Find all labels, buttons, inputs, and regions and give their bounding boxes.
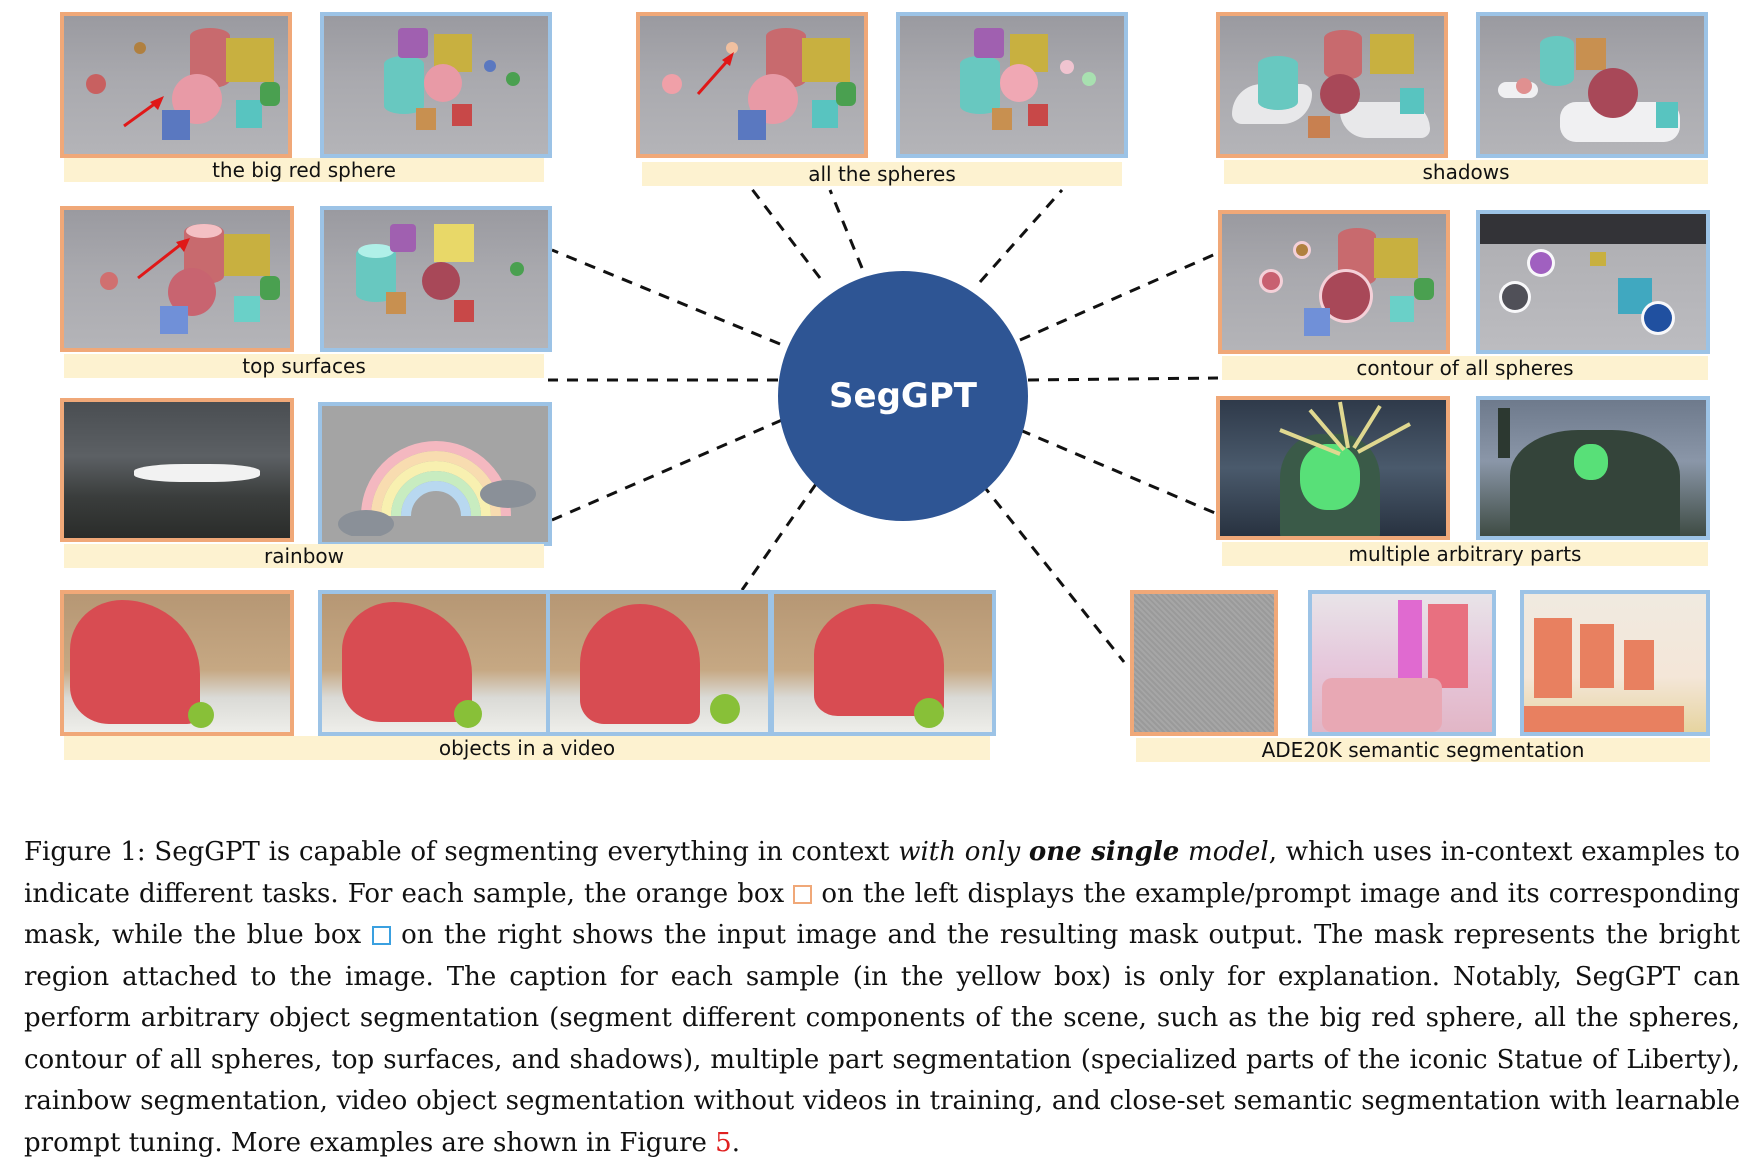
sample-ade20k-output-2 xyxy=(1520,590,1710,736)
sample-top-surfaces-prompt xyxy=(60,206,294,352)
caption-emphasis-2: model xyxy=(1179,837,1269,867)
caption-text-5: . xyxy=(731,1127,740,1158)
sample-video-frame-2 xyxy=(546,590,772,736)
caption-emphasis-1: with only xyxy=(898,837,1029,867)
connector-middle-right xyxy=(1027,376,1219,382)
caption-text-3: on the left displays the example/prompt … xyxy=(24,878,1740,951)
caption-bar-contour: contour of all spheres xyxy=(1222,356,1708,380)
sample-shadows-output xyxy=(1476,12,1708,158)
connector-rainbow xyxy=(551,418,783,522)
connector-shadows xyxy=(978,189,1064,283)
connector-all-spheres xyxy=(828,189,864,269)
caption-bar-top-surfaces: top surfaces xyxy=(64,354,544,378)
sample-big-red-sphere-output xyxy=(320,12,552,158)
connector-ade20k xyxy=(980,483,1126,663)
caption-bar-video: objects in a video xyxy=(64,736,990,760)
caption-bar-rainbow: rainbow xyxy=(64,544,544,568)
sample-top-surfaces-output xyxy=(320,206,552,352)
figure-1: SegGPT the big red sphere xyxy=(60,12,1710,762)
sample-all-spheres-output xyxy=(896,12,1128,158)
sample-video-prompt xyxy=(60,590,294,736)
connector-contour xyxy=(1019,250,1221,342)
connector-big-red-sphere xyxy=(746,183,822,279)
sample-video-frame-1 xyxy=(318,590,552,736)
caption-text-4: on the right shows the input image and t… xyxy=(24,920,1740,1158)
sample-ade20k-prompt xyxy=(1130,590,1278,736)
caption-text-1: Figure 1: SegGPT is capable of segmentin… xyxy=(24,837,899,867)
caption-bar-shadows: shadows xyxy=(1224,160,1708,184)
connector-lines xyxy=(548,183,1223,663)
sample-rainbow-output xyxy=(318,402,552,546)
sample-video-frame-3 xyxy=(770,590,996,736)
sample-liberty-output xyxy=(1476,396,1710,540)
sample-big-red-sphere-prompt xyxy=(60,12,292,158)
figure-caption: Figure 1: SegGPT is capable of segmentin… xyxy=(24,832,1740,1164)
sample-contour-output xyxy=(1476,210,1710,354)
connector-top-surfaces xyxy=(551,248,781,346)
sample-ade20k-output-1 xyxy=(1308,590,1496,736)
caption-bar-ade20k: ADE20K semantic segmentation xyxy=(1136,738,1710,762)
sample-rainbow-prompt xyxy=(60,398,294,542)
caption-text-2: , which uses in-context examples to indi… xyxy=(24,837,1740,909)
figure-reference-link[interactable]: 5 xyxy=(715,1127,732,1158)
sample-shadows-prompt xyxy=(1216,12,1448,158)
sample-liberty-prompt xyxy=(1216,396,1450,540)
hub-label: SegGPT xyxy=(829,376,977,416)
caption-bar-liberty: multiple arbitrary parts xyxy=(1222,542,1708,566)
connector-liberty xyxy=(1019,428,1223,518)
blue-box-icon xyxy=(371,926,391,945)
caption-bar-all-spheres: all the spheres xyxy=(642,162,1122,186)
caption-bar-big-red-sphere: the big red sphere xyxy=(64,158,544,182)
caption-strong: one single xyxy=(1028,837,1180,867)
seggpt-hub: SegGPT xyxy=(778,271,1028,521)
connector-video xyxy=(740,483,818,591)
orange-box-icon xyxy=(793,884,813,904)
sample-contour-prompt xyxy=(1218,210,1450,354)
sample-all-spheres-prompt xyxy=(636,12,868,158)
